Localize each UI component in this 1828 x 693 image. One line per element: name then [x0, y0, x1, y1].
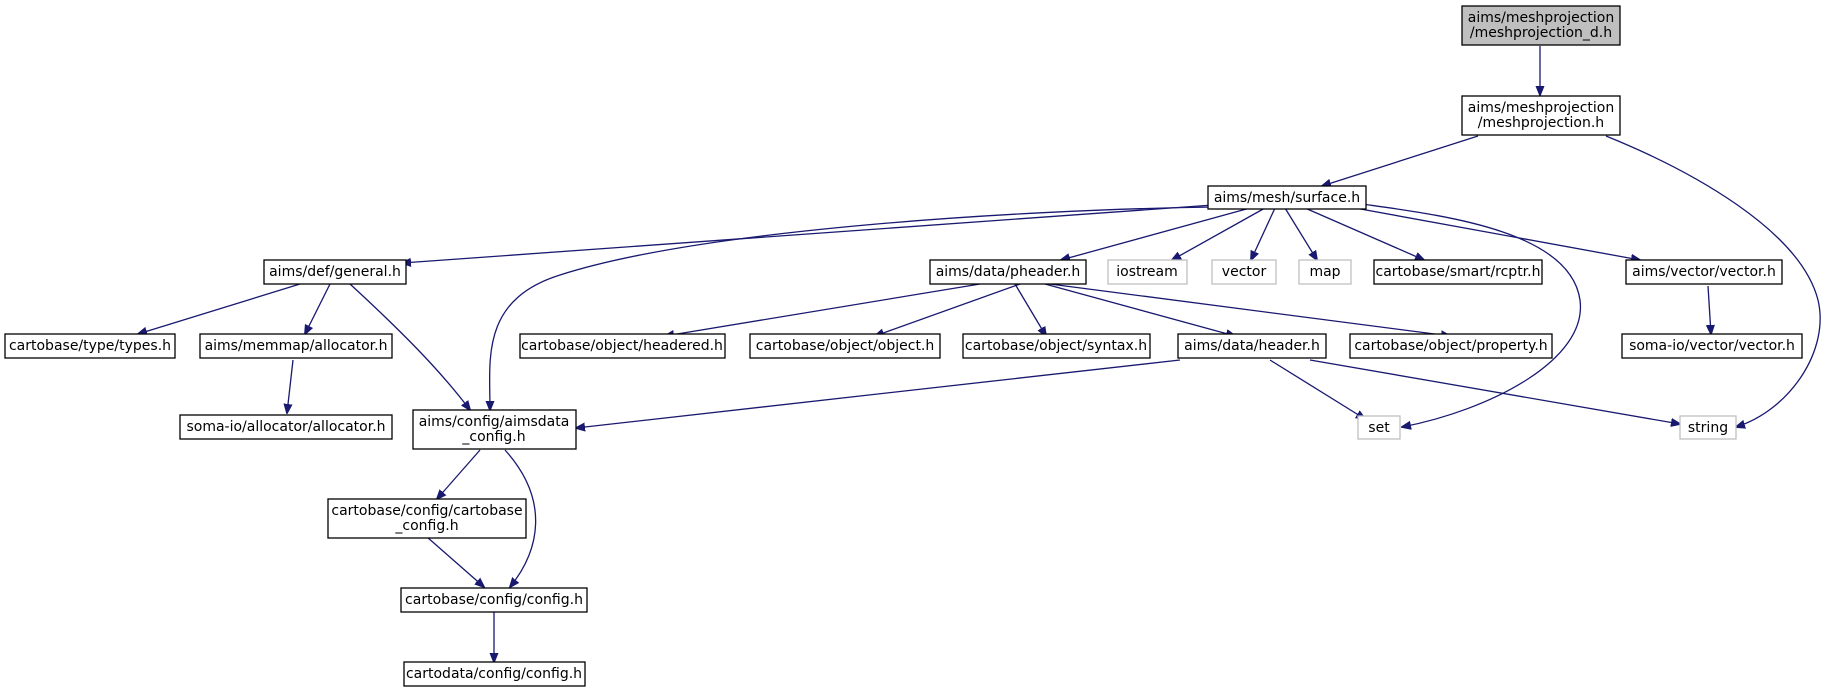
- node-label: aims/memmap/allocator.h: [205, 338, 388, 354]
- node-label: string: [1688, 420, 1728, 436]
- edge-header-aimsdata: [576, 359, 1181, 428]
- edge-surface-map: [1284, 207, 1317, 260]
- node-label: cartobase/config/config.h: [405, 592, 583, 608]
- node-label: aims/vector/vector.h: [1632, 264, 1776, 280]
- edge-general-types: [138, 283, 301, 334]
- edge-pheader-header: [1044, 283, 1235, 336]
- node-set[interactable]: set: [1357, 415, 1401, 440]
- edge-meshprojection-string: [1605, 135, 1821, 427]
- node-label: cartobase/object/property.h: [1354, 338, 1547, 354]
- node-label: aims/def/general.h: [269, 264, 401, 280]
- node-map[interactable]: map: [1298, 259, 1352, 285]
- edge-pheader-object: [875, 283, 1021, 336]
- node-label: cartobase/object/headered.h: [521, 338, 723, 354]
- edge-surface-vector: [1251, 207, 1276, 260]
- node-soma-allocator-h[interactable]: soma-io/allocator/allocator.h: [179, 414, 393, 440]
- edges: [138, 46, 1821, 662]
- node-label: iostream: [1116, 264, 1178, 280]
- node-vector[interactable]: vector: [1211, 259, 1277, 285]
- node-syntax-h[interactable]: cartobase/object/syntax.h: [962, 333, 1151, 359]
- node-label: aims/config/aimsdata: [419, 414, 570, 430]
- node-label: cartodata/config/config.h: [406, 666, 582, 682]
- node-label: aims/meshprojection: [1468, 100, 1614, 116]
- node-label: vector: [1222, 264, 1267, 280]
- node-types-h[interactable]: cartobase/type/types.h: [4, 333, 176, 359]
- node-headered-h[interactable]: cartobase/object/headered.h: [519, 333, 726, 359]
- edge-surface-aimsdata: [490, 206, 1215, 410]
- node-label: /meshprojection.h: [1478, 115, 1604, 131]
- nodes: aims/meshprojection /meshprojection_d.h …: [4, 5, 1803, 687]
- node-object-h[interactable]: cartobase/object/object.h: [749, 333, 941, 359]
- node-label: map: [1309, 264, 1340, 280]
- node-label: cartobase/smart/rcptr.h: [1376, 264, 1541, 280]
- node-cartodata-config-h[interactable]: cartodata/config/config.h: [403, 661, 586, 687]
- edge-header-string: [1309, 359, 1680, 424]
- node-label: aims/mesh/surface.h: [1214, 190, 1360, 206]
- node-soma-vector-h[interactable]: soma-io/vector/vector.h: [1621, 333, 1803, 359]
- node-meshprojection-h[interactable]: aims/meshprojection /meshprojection.h: [1461, 95, 1621, 136]
- node-meshprojection-d-h[interactable]: aims/meshprojection /meshprojection_d.h: [1461, 5, 1621, 46]
- edge-pheader-property: [1049, 283, 1450, 336]
- node-cartobase-config-h[interactable]: cartobase/config/cartobase _config.h: [327, 498, 527, 539]
- node-iostream[interactable]: iostream: [1107, 259, 1188, 285]
- node-aims-vector-h[interactable]: aims/vector/vector.h: [1625, 259, 1783, 285]
- edge-allocator-somaalloc: [287, 359, 294, 413]
- edge-surface-general: [402, 204, 1214, 263]
- edge-surface-pheader: [1061, 207, 1251, 260]
- node-label: cartobase/object/object.h: [756, 338, 935, 354]
- node-aimsdata-config-h[interactable]: aims/config/aimsdata _config.h: [412, 409, 577, 450]
- edge-surface-rcptr: [1304, 207, 1424, 260]
- node-label: set: [1368, 420, 1390, 436]
- edge-surface-aimsvector: [1354, 207, 1640, 260]
- node-label: _config.h: [394, 518, 458, 534]
- node-general-h[interactable]: aims/def/general.h: [263, 259, 407, 285]
- node-string[interactable]: string: [1679, 415, 1737, 440]
- node-config-h[interactable]: cartobase/config/config.h: [400, 587, 588, 613]
- edge-pheader-headered: [665, 283, 981, 336]
- node-label: cartobase/object/syntax.h: [965, 338, 1147, 354]
- node-rcptr-h[interactable]: cartobase/smart/rcptr.h: [1373, 259, 1543, 285]
- node-memmap-allocator-h[interactable]: aims/memmap/allocator.h: [199, 333, 393, 359]
- edge-surface-iostream: [1172, 207, 1266, 260]
- node-label: /meshprojection_d.h: [1470, 25, 1612, 41]
- node-header-h[interactable]: aims/data/header.h: [1177, 333, 1327, 359]
- edge-cartocfg-config: [426, 536, 484, 587]
- node-property-h[interactable]: cartobase/object/property.h: [1349, 333, 1553, 359]
- node-label: soma-io/allocator/allocator.h: [186, 419, 385, 435]
- edge-aimsdata-config: [504, 449, 537, 587]
- edge-pheader-syntax: [1014, 283, 1046, 336]
- edge-aimsvector-somavector: [1708, 285, 1711, 334]
- node-surface-h[interactable]: aims/mesh/surface.h: [1207, 185, 1367, 210]
- edge-general-allocator: [305, 283, 331, 334]
- node-label: aims/meshprojection: [1468, 10, 1614, 26]
- edge-meshprojection-surface: [1322, 135, 1479, 186]
- node-label: aims/data/pheader.h: [936, 264, 1081, 280]
- node-label: soma-io/vector/vector.h: [1629, 338, 1795, 354]
- edge-header-set: [1269, 359, 1365, 419]
- node-label: cartobase/type/types.h: [9, 338, 171, 354]
- node-pheader-h[interactable]: aims/data/pheader.h: [929, 259, 1087, 285]
- node-label: _config.h: [461, 429, 525, 445]
- node-label: aims/data/header.h: [1184, 338, 1320, 354]
- edge-surface-set: [1361, 203, 1581, 427]
- edge-aimsdata-cartocfg: [437, 449, 481, 499]
- edge-general-aimsdata: [349, 283, 470, 410]
- node-label: cartobase/config/cartobase: [331, 503, 522, 519]
